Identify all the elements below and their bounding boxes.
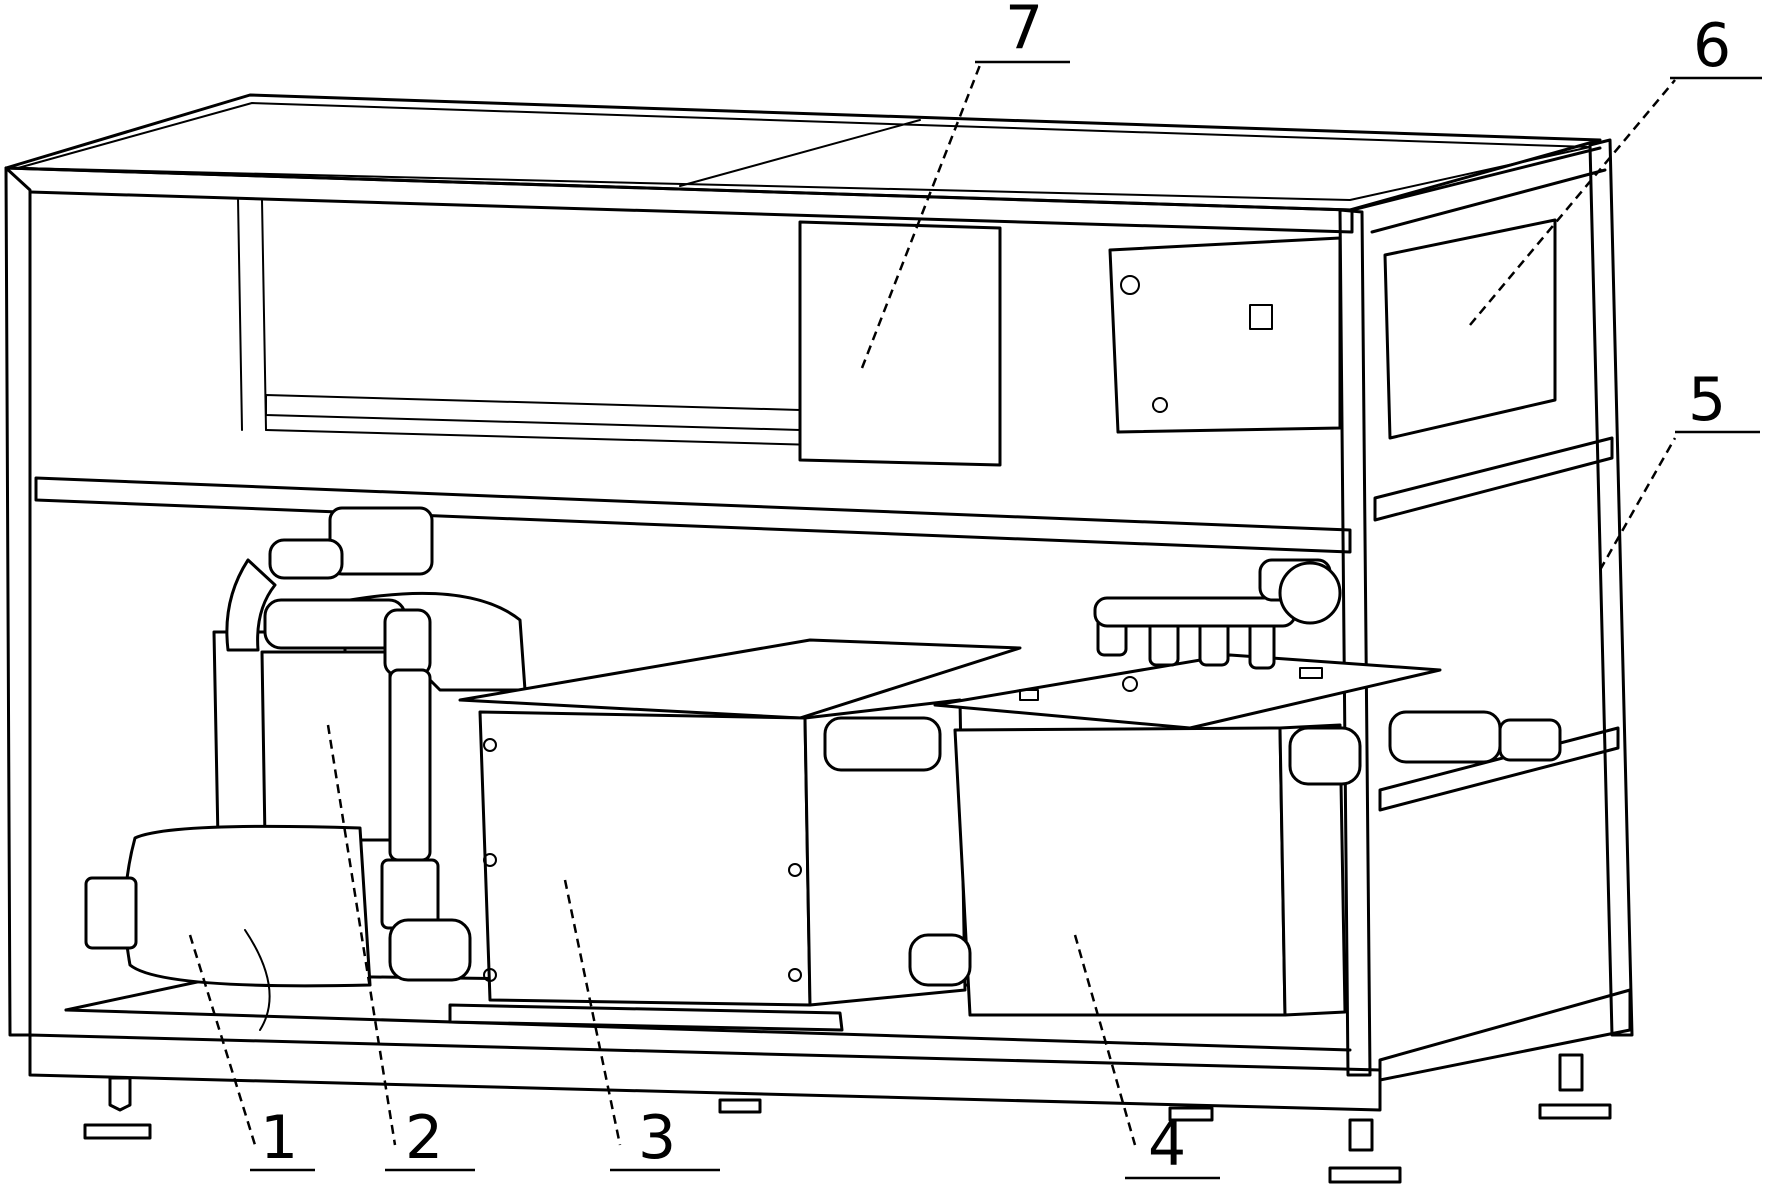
component-4-box bbox=[953, 726, 1287, 1017]
callout-4-leader bbox=[1073, 934, 1137, 1146]
callouts: 1 2 3 4 5 6 7 bbox=[188, 0, 1762, 1180]
component-7-box bbox=[798, 220, 1002, 467]
callout-7-label: 7 bbox=[1005, 0, 1043, 63]
callout-5-leader bbox=[1598, 437, 1677, 571]
control-box bbox=[1108, 236, 1342, 434]
callout-3-label: 3 bbox=[638, 1103, 676, 1173]
upper-bay bbox=[265, 218, 1557, 467]
callout-4-label: 4 bbox=[1148, 1110, 1186, 1180]
lower-bay bbox=[84, 506, 1562, 1032]
callout-2-leader bbox=[326, 724, 397, 1146]
component-3-lid bbox=[458, 638, 1022, 720]
callout-5-label: 5 bbox=[1688, 365, 1726, 435]
component-1-motor bbox=[123, 824, 372, 988]
callout-6-label: 6 bbox=[1693, 11, 1731, 81]
callout-1-label: 1 bbox=[260, 1103, 298, 1173]
callout-7-leader bbox=[860, 64, 982, 369]
callout-6-leader bbox=[1469, 79, 1676, 326]
component-2-box bbox=[260, 650, 392, 842]
callout-2-label: 2 bbox=[405, 1103, 443, 1173]
callout-1-leader bbox=[188, 934, 257, 1146]
component-3-box bbox=[478, 710, 812, 1007]
component-4-lid bbox=[933, 653, 1442, 730]
callout-3-leader bbox=[563, 879, 622, 1146]
